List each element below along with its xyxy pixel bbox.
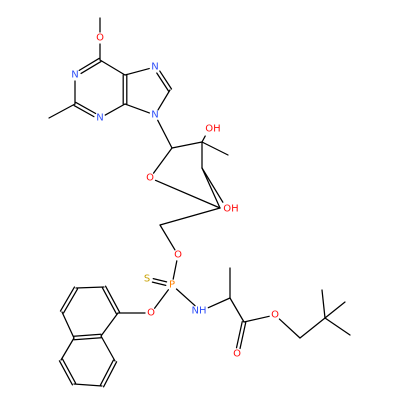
atom-pyrimidine-n1: N xyxy=(71,70,78,81)
single-bond xyxy=(201,167,221,209)
single-bond xyxy=(100,335,116,362)
single-bond xyxy=(324,301,346,319)
single-bond xyxy=(124,103,150,114)
atom-naphthyl-o: O xyxy=(147,308,155,319)
single-bond xyxy=(278,318,301,339)
atom-ester-o: O xyxy=(271,310,279,321)
double-bond xyxy=(62,288,79,314)
single-bond xyxy=(324,317,351,336)
double-bond xyxy=(78,57,100,71)
single-bond xyxy=(153,289,170,309)
atom-hydroxyl-3prime: OH xyxy=(223,204,238,215)
single-bond xyxy=(61,311,75,339)
atom-thio-s: S xyxy=(144,274,150,285)
atom-ester-o-5prime: O xyxy=(174,250,182,261)
atom-amide-n: NH xyxy=(192,306,207,317)
single-bond xyxy=(60,337,75,361)
double-bond xyxy=(239,321,247,350)
single-bond xyxy=(321,289,326,319)
single-bond xyxy=(152,147,173,174)
double-bond xyxy=(73,333,102,337)
single-bond xyxy=(201,141,229,156)
single-bond xyxy=(207,297,231,309)
double-bond xyxy=(152,278,168,283)
double-bond xyxy=(159,70,173,90)
atom-phosphorus: P xyxy=(169,280,175,291)
double-bond xyxy=(235,320,243,349)
single-bond xyxy=(201,135,206,143)
double-bond xyxy=(80,60,102,75)
double-bond xyxy=(73,104,95,118)
bond-layer xyxy=(48,17,351,388)
single-bond xyxy=(157,119,173,149)
atom-hydroxyl-2prime: OH xyxy=(205,124,220,135)
double-bond xyxy=(151,281,167,286)
atom-carbonyl-o: O xyxy=(233,349,241,360)
single-bond xyxy=(99,59,126,76)
atom-label-layer: O N N N N OH OH O O S P O NH O O xyxy=(71,33,279,360)
double-bond xyxy=(75,101,97,115)
single-bond xyxy=(159,224,176,251)
double-bond xyxy=(99,359,115,386)
atom-imidazole-n7: N xyxy=(151,62,158,73)
single-bond xyxy=(73,383,103,387)
single-bond xyxy=(201,167,224,203)
single-bond xyxy=(100,312,119,337)
single-bond xyxy=(171,141,203,149)
double-bond xyxy=(61,358,77,384)
double-bond xyxy=(156,72,170,92)
atom-pyrimidine-n3: N xyxy=(96,113,103,124)
single-bond xyxy=(299,317,326,339)
single-bond xyxy=(75,286,105,289)
single-bond xyxy=(172,260,178,280)
double-bond xyxy=(58,360,74,386)
single-bond xyxy=(175,288,196,307)
single-bond xyxy=(159,207,221,226)
single-bond xyxy=(124,67,150,76)
single-bond xyxy=(154,179,221,209)
atom-furanose-ring-o: O xyxy=(146,173,154,184)
double-bond xyxy=(101,287,118,315)
double-bond xyxy=(59,286,76,312)
atom-imidazole-n9: N xyxy=(151,110,158,121)
single-bond xyxy=(229,297,245,323)
single-bond xyxy=(104,103,126,116)
double-bond xyxy=(73,337,102,341)
double-bond xyxy=(102,361,118,388)
double-bond xyxy=(104,285,121,313)
atom-methoxy-o: O xyxy=(96,33,104,44)
single-bond xyxy=(243,315,270,323)
single-bond xyxy=(48,103,76,119)
single-bond xyxy=(157,89,171,111)
